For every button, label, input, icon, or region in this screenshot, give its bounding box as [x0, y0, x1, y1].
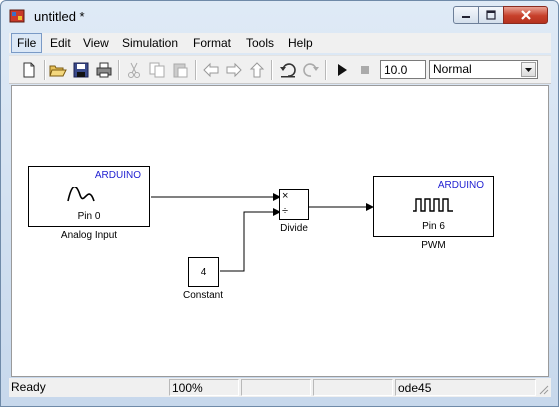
- status-panel-empty: [241, 379, 311, 396]
- block-pin-label: Pin 6: [422, 221, 445, 232]
- zoom-level: 100%: [169, 379, 239, 396]
- dropdown-button[interactable]: [521, 62, 536, 77]
- signal-line-constant-to-divide[interactable]: [220, 208, 281, 272]
- paste-icon[interactable]: [171, 61, 189, 79]
- status-text: Ready: [11, 380, 46, 394]
- minimize-icon: [462, 16, 470, 18]
- model-canvas[interactable]: ARDUINO Pin 0 Analog Input × ÷ Divide 4 …: [11, 85, 549, 377]
- divide-caption: Divide: [280, 223, 308, 234]
- maximize-icon: [486, 10, 496, 20]
- solver-name: ode45: [395, 379, 536, 396]
- stop-icon[interactable]: [356, 61, 374, 79]
- undo-icon[interactable]: [279, 61, 297, 79]
- analog-input-block[interactable]: ARDUINO Pin 0: [28, 166, 150, 227]
- open-folder-icon[interactable]: [49, 61, 67, 79]
- sine-wave-icon: [67, 187, 95, 202]
- analog-input-caption: Analog Input: [60, 230, 118, 241]
- pwm-block[interactable]: ARDUINO Pin 6: [373, 176, 494, 237]
- up-arrow-icon[interactable]: [248, 61, 266, 79]
- signal-line-divide-to-pwm[interactable]: [309, 203, 374, 211]
- new-model-icon[interactable]: [20, 61, 38, 79]
- resize-grip-icon[interactable]: [537, 383, 549, 395]
- status-panel-empty: [313, 379, 393, 396]
- cut-icon[interactable]: [125, 61, 143, 79]
- window-title: untitled *: [34, 9, 85, 24]
- menu-bar: File Edit View Simulation Format Tools H…: [9, 33, 551, 53]
- copy-icon[interactable]: [148, 61, 166, 79]
- divide-op: ÷: [282, 205, 289, 217]
- menu-view[interactable]: View: [83, 36, 109, 50]
- menu-tools[interactable]: Tools: [246, 36, 275, 50]
- signal-line-analog-to-divide[interactable]: [151, 193, 281, 201]
- forward-arrow-icon[interactable]: [225, 61, 243, 79]
- status-bar: Ready 100% ode45: [9, 378, 551, 397]
- simulation-mode-value: Normal: [433, 62, 472, 76]
- constant-caption: Constant: [182, 290, 224, 301]
- redo-icon[interactable]: [302, 61, 320, 79]
- divide-block[interactable]: × ÷: [279, 189, 309, 220]
- run-icon[interactable]: [333, 61, 351, 79]
- title-bar[interactable]: untitled *: [1, 1, 558, 31]
- menu-format[interactable]: Format: [193, 36, 232, 50]
- close-icon: [520, 10, 531, 20]
- print-icon[interactable]: [95, 61, 113, 79]
- chevron-down-icon: [525, 68, 532, 72]
- pulse-wave-icon: [413, 198, 453, 212]
- block-brand-label: ARDUINO: [437, 180, 484, 191]
- back-arrow-icon[interactable]: [202, 61, 220, 79]
- minimize-button[interactable]: [453, 6, 479, 24]
- constant-block[interactable]: 4: [188, 257, 219, 287]
- menu-file[interactable]: File: [11, 33, 43, 53]
- constant-value: 4: [200, 267, 207, 278]
- stop-time-input[interactable]: [380, 60, 426, 79]
- maximize-button[interactable]: [478, 6, 504, 24]
- simulink-model-icon[interactable]: [9, 8, 25, 24]
- simulation-mode-select[interactable]: Normal: [429, 60, 538, 79]
- signal-lines: [151, 193, 374, 272]
- menu-help[interactable]: Help: [288, 36, 313, 50]
- block-brand-label: ARDUINO: [94, 170, 141, 181]
- close-button[interactable]: [503, 6, 548, 24]
- menu-simulation[interactable]: Simulation: [122, 36, 179, 50]
- save-icon[interactable]: [72, 61, 90, 79]
- pwm-caption: PWM: [421, 240, 446, 251]
- menu-edit[interactable]: Edit: [50, 36, 71, 50]
- block-pin-label: Pin 0: [77, 211, 101, 222]
- toolbar: Normal: [9, 55, 551, 84]
- multiply-op: ×: [282, 190, 289, 202]
